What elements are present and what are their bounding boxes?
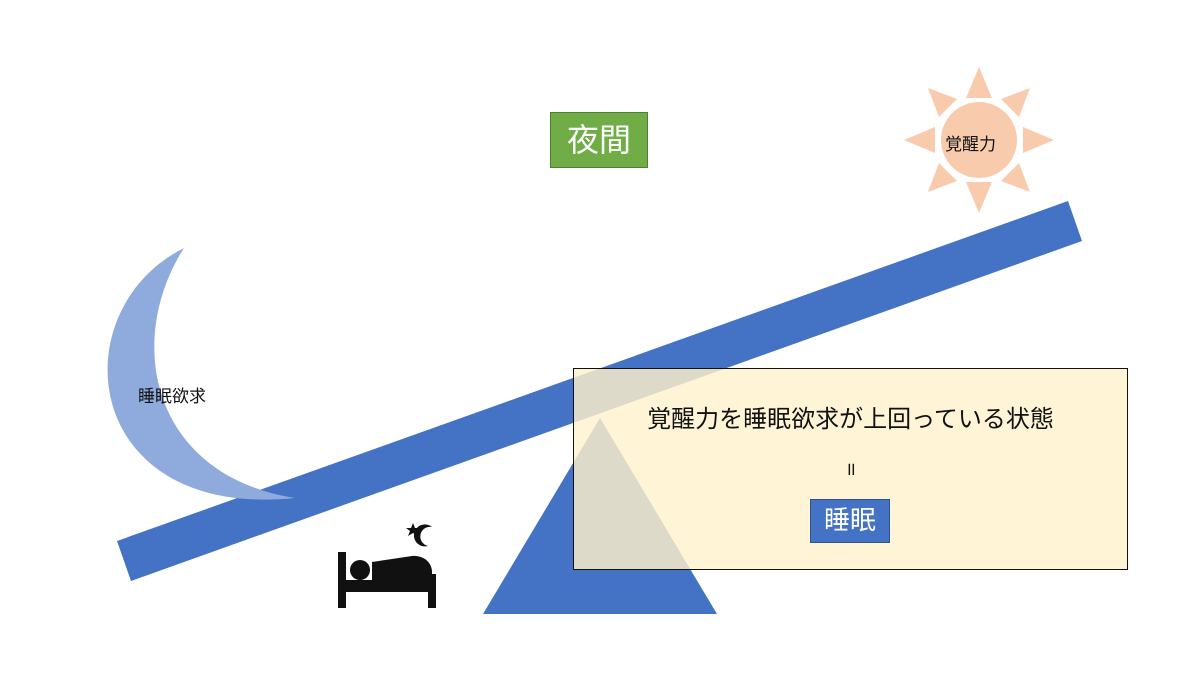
sleeping-person-bed-icon: [338, 523, 436, 608]
state-box: 覚醒力を睡眠欲求が上回っている状態 ॥ 睡眠: [573, 368, 1128, 570]
wakefulness-label: 覚醒力: [945, 135, 996, 155]
state-description: 覚醒力を睡眠欲求が上回っている状態: [647, 405, 1054, 433]
sleep-result-label: 睡眠: [810, 499, 890, 543]
equals-sign: ॥: [845, 459, 856, 480]
night-label: 夜間: [550, 112, 648, 168]
crescent-moon-icon: [107, 248, 296, 500]
sun-icon: [904, 67, 1054, 213]
sleep-drive-label: 睡眠欲求: [138, 387, 206, 407]
